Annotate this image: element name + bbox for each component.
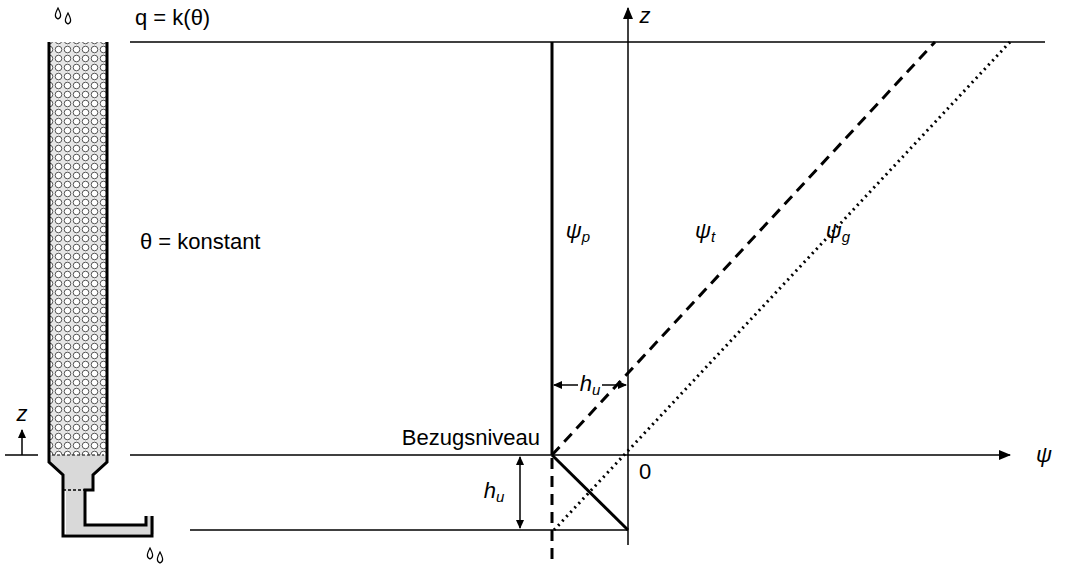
axis-label: z xyxy=(17,403,28,425)
note-label: θ = konstant xyxy=(140,231,260,253)
flux-label: q = k(θ) xyxy=(135,7,210,29)
origin-label: 0 xyxy=(639,461,651,483)
dimension-label: hu xyxy=(482,480,507,504)
potential-label: ψp xyxy=(566,220,590,244)
dimension-label: hu xyxy=(578,373,603,397)
datum-label: Bezugsniveau xyxy=(402,427,540,449)
potential-label: ψt xyxy=(695,220,715,244)
axis-label: ψ xyxy=(1036,444,1052,466)
axis-label: z xyxy=(640,5,651,27)
potential-label: ψg xyxy=(826,220,850,244)
